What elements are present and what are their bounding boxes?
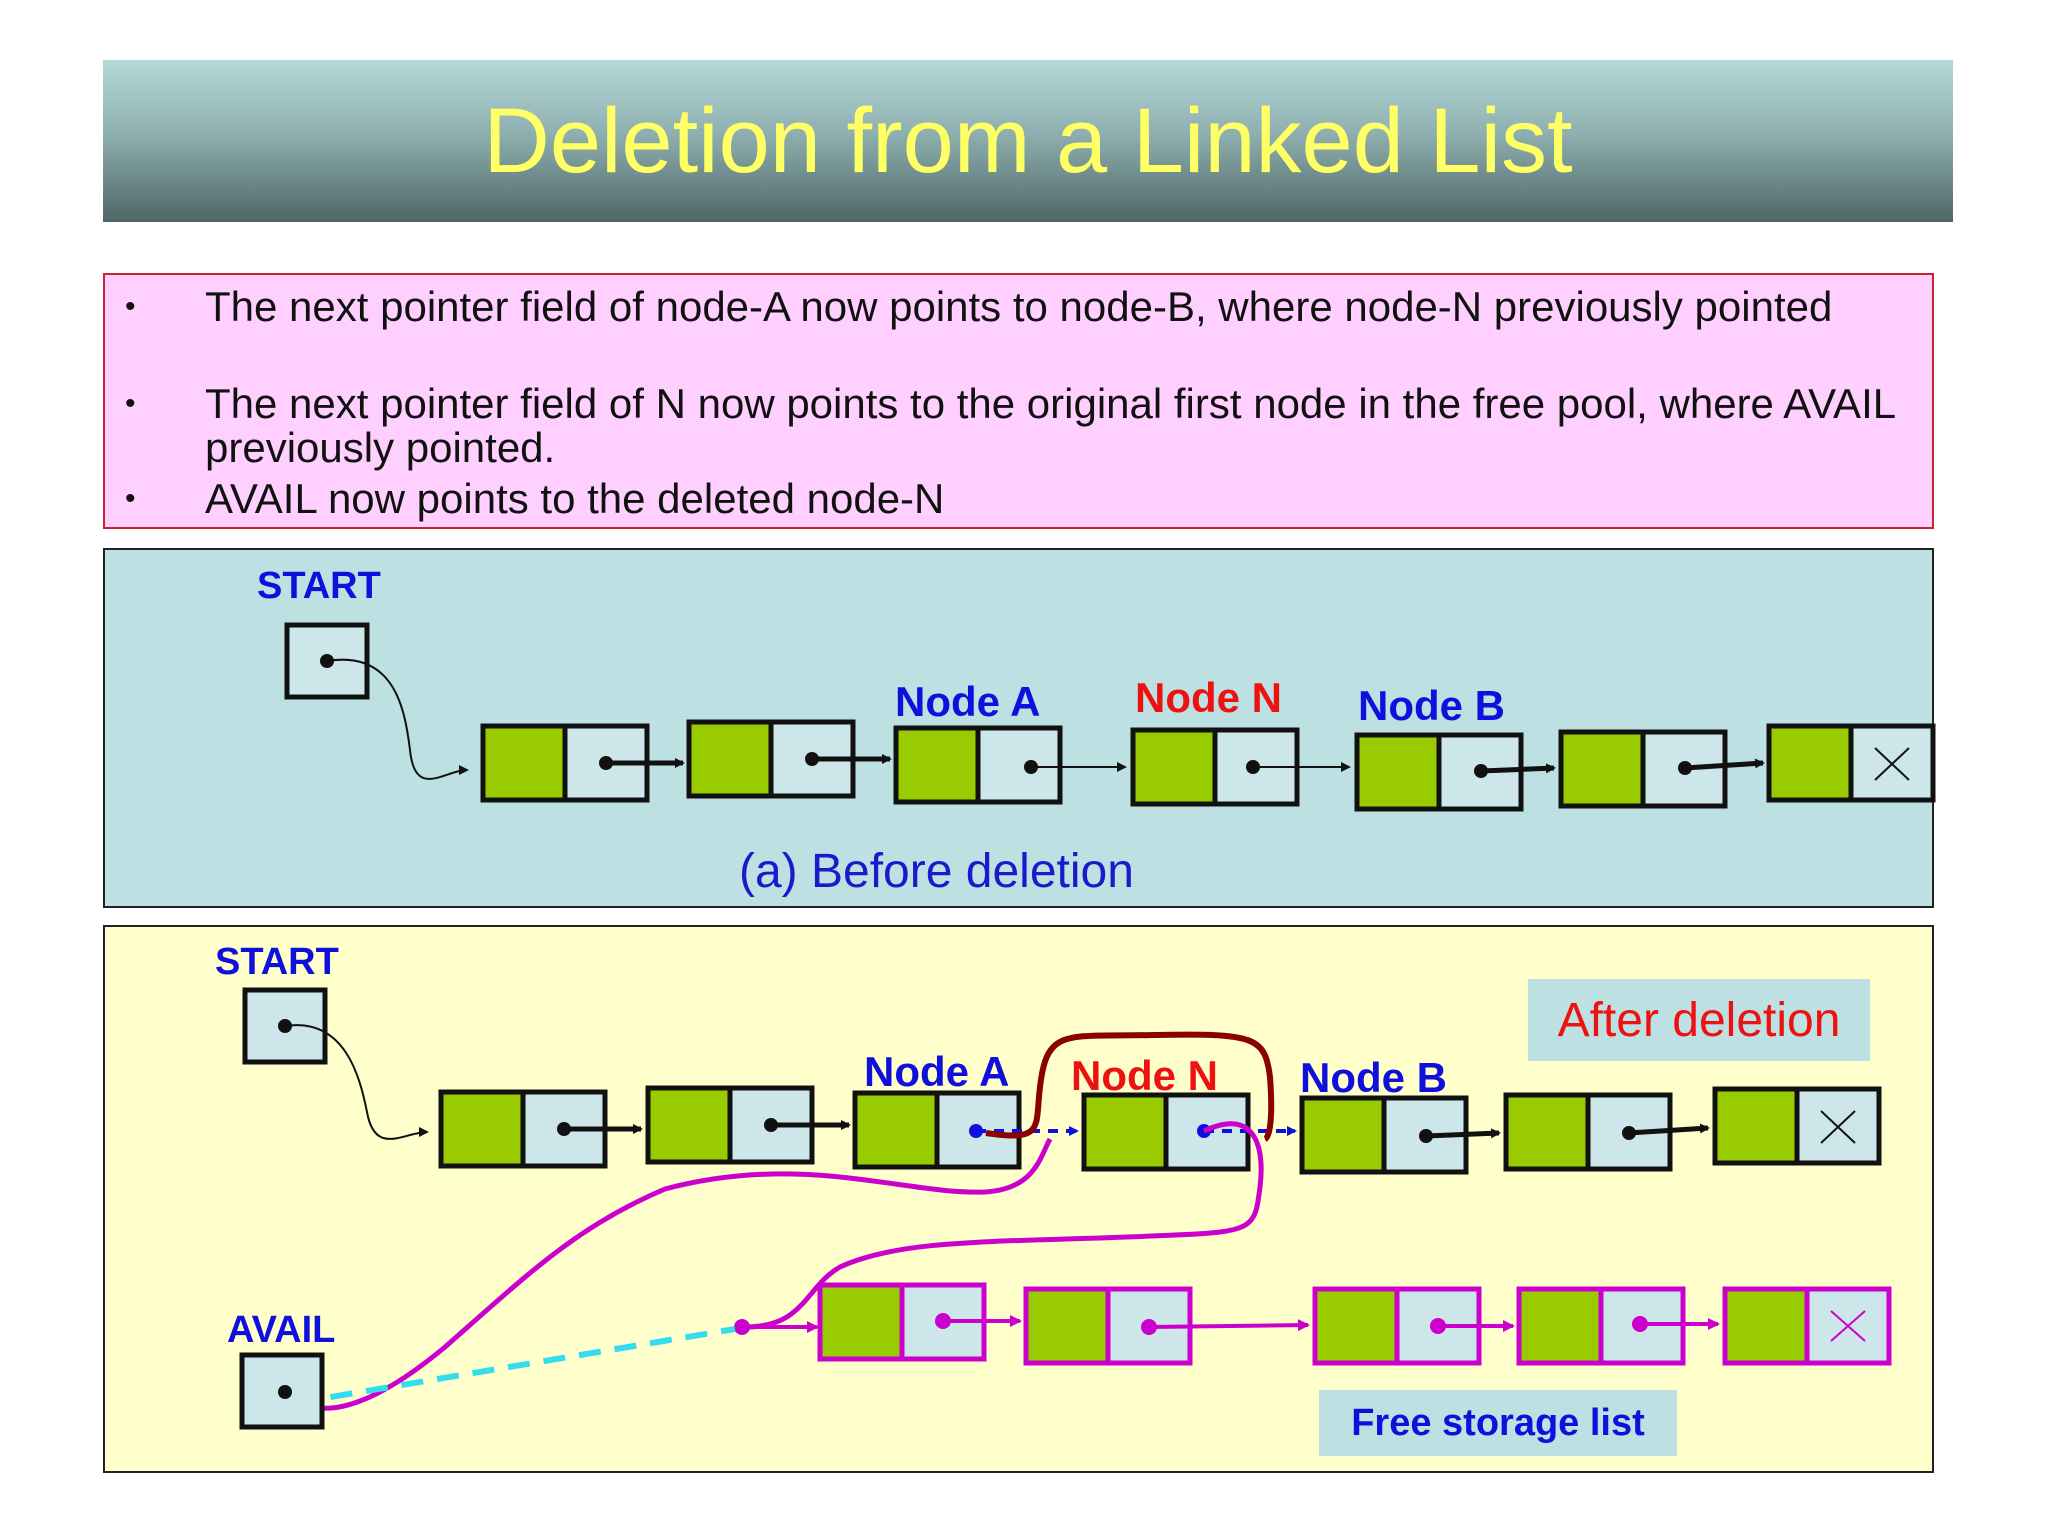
list-node-null	[1766, 723, 1936, 803]
free-storage-list-label: Free storage list	[1319, 1390, 1677, 1456]
free-node	[1516, 1286, 1686, 1366]
free-node	[1023, 1286, 1193, 1366]
node-a-label: Node A	[864, 1048, 1010, 1095]
old-avail-pointer	[294, 1326, 736, 1406]
list-node-null	[1712, 1086, 1882, 1166]
start-label: START	[215, 941, 339, 983]
node-b-label: Node B	[1300, 1054, 1447, 1101]
avail-pointer-box	[239, 1352, 325, 1430]
start-label: START	[257, 565, 381, 607]
bullet-text: The next pointer field of N now points t…	[205, 380, 1895, 471]
before-caption: (a) Before deletion	[739, 845, 1134, 898]
after-diagram	[239, 987, 1892, 1430]
avail-to-node-n-pointer	[288, 1137, 1053, 1411]
bullet-text: The next pointer field of node-A now poi…	[205, 283, 1833, 330]
node-a-label: Node A	[895, 678, 1041, 725]
bullet-dot: •	[125, 290, 136, 323]
list-node	[1558, 729, 1728, 809]
list-node	[1503, 1092, 1673, 1172]
title-bar: Deletion from a Linked List	[103, 60, 1953, 222]
node-b	[1354, 732, 1524, 812]
before-deletion-panel: START Node A Node N Node B (a) Before de…	[103, 548, 1936, 908]
after-deletion-panel: START AVAIL Node A Node N Node B After d…	[103, 925, 1934, 1473]
node-n-label: Node N	[1135, 674, 1282, 721]
after-deletion-badge: After deletion	[1528, 979, 1870, 1061]
node-b-label: Node B	[1358, 682, 1505, 729]
bullet-text: AVAIL now points to the deleted node-N	[205, 475, 945, 522]
bullet-box: • The next pointer field of node-A now p…	[103, 273, 1934, 529]
node-n-to-free-list-pointer	[744, 1121, 1264, 1330]
bullet-dot: •	[125, 482, 136, 515]
slide-title: Deletion from a Linked List	[483, 89, 1573, 192]
node-n-label: Node N	[1071, 1052, 1218, 1099]
free-node-null	[1722, 1286, 1892, 1366]
bullet-dot: •	[125, 387, 136, 420]
avail-label: AVAIL	[227, 1309, 336, 1351]
node-a	[893, 725, 1063, 805]
before-diagram	[284, 622, 1936, 812]
bypass-pointer	[985, 1031, 1275, 1142]
node-n	[1130, 727, 1300, 807]
